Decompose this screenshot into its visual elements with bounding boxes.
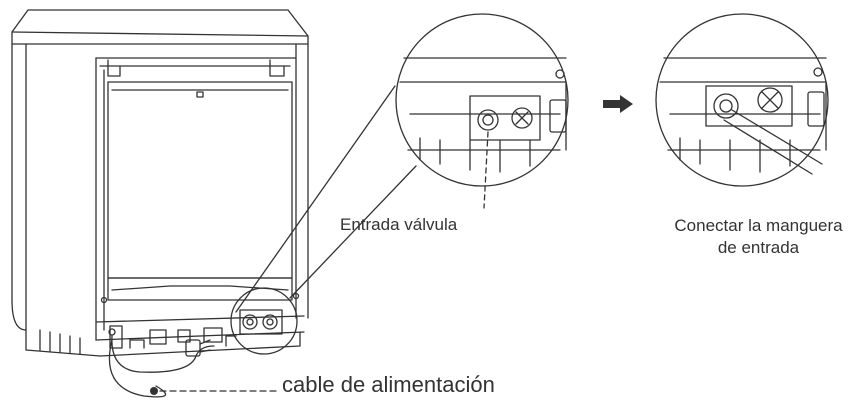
cable-marker-dot: [150, 387, 158, 395]
connect-hose-label: Conectar la manguera de entrada: [655, 215, 862, 259]
valve-leader-dashed: [483, 131, 489, 209]
valve-inlet-label: Entrada válvula: [340, 215, 458, 234]
zoom-leader-line-left: [235, 85, 396, 313]
zoom-circle-valve-icon: [395, 13, 569, 187]
connect-hose-label-line1: Conectar la manguera: [674, 216, 843, 235]
connect-hose-label-line2: de entrada: [717, 238, 800, 257]
arrow-right-icon: [603, 95, 633, 113]
power-plug-icon: [108, 335, 215, 398]
power-cable-label: cable de alimentación: [282, 372, 495, 397]
dishwasher-rear-icon: [11, 9, 309, 357]
zoom-leader-line-right: [289, 165, 417, 299]
zoom-circle-hose-icon: [655, 13, 829, 187]
